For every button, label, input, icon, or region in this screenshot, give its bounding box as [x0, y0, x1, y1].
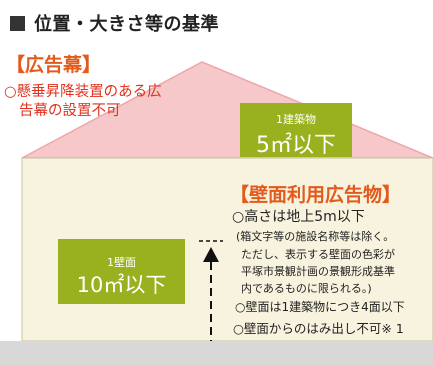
roof-sign-board: 1建築物 5㎡以下 [240, 103, 352, 158]
wall-rules-heading: 【壁面利用広告物】 [230, 184, 402, 206]
title-square-icon [10, 15, 25, 31]
wall-rule-detail-line1: (箱文字等の施設名称等は除く。 [236, 230, 395, 243]
wall-rule-count: ○壁面は1建築物につき4面以下 [235, 300, 405, 314]
sign-curtain-heading: 【広告幕】 [6, 54, 102, 76]
wall-rule-projection: ○壁面からのはみ出し不可※ 1 [233, 321, 404, 336]
roof-sign-caption: 1建築物 [276, 113, 316, 126]
wall-rule-detail-line2: ただし、表示する壁面の色彩が [241, 248, 395, 261]
page-title-row: 位置・大きさ等の基準 [10, 10, 219, 36]
wall-sign-board: 1壁面 10㎡以下 [58, 239, 185, 304]
roof-sign-value: 5㎡以下 [256, 133, 336, 158]
wall-sign-caption: 1壁面 [107, 256, 136, 269]
wall-rule-detail-line4: 内であるものに限られる。) [241, 282, 372, 295]
wall-sign-value: 10㎡以下 [76, 273, 167, 297]
sign-curtain-note-line2: 告幕の設置不可 [19, 103, 121, 119]
ground-strip [0, 341, 433, 365]
page-title: 位置・大きさ等の基準 [34, 14, 219, 35]
sign-curtain-note-line1: ○懸垂昇降装置のある広 [4, 84, 162, 100]
wall-rule-detail-line3: 平塚市景観計画の景観形成基準 [241, 265, 395, 278]
wall-rule-height: ○高さは地上5m以下 [232, 209, 365, 225]
height-arrow-head [203, 247, 219, 262]
